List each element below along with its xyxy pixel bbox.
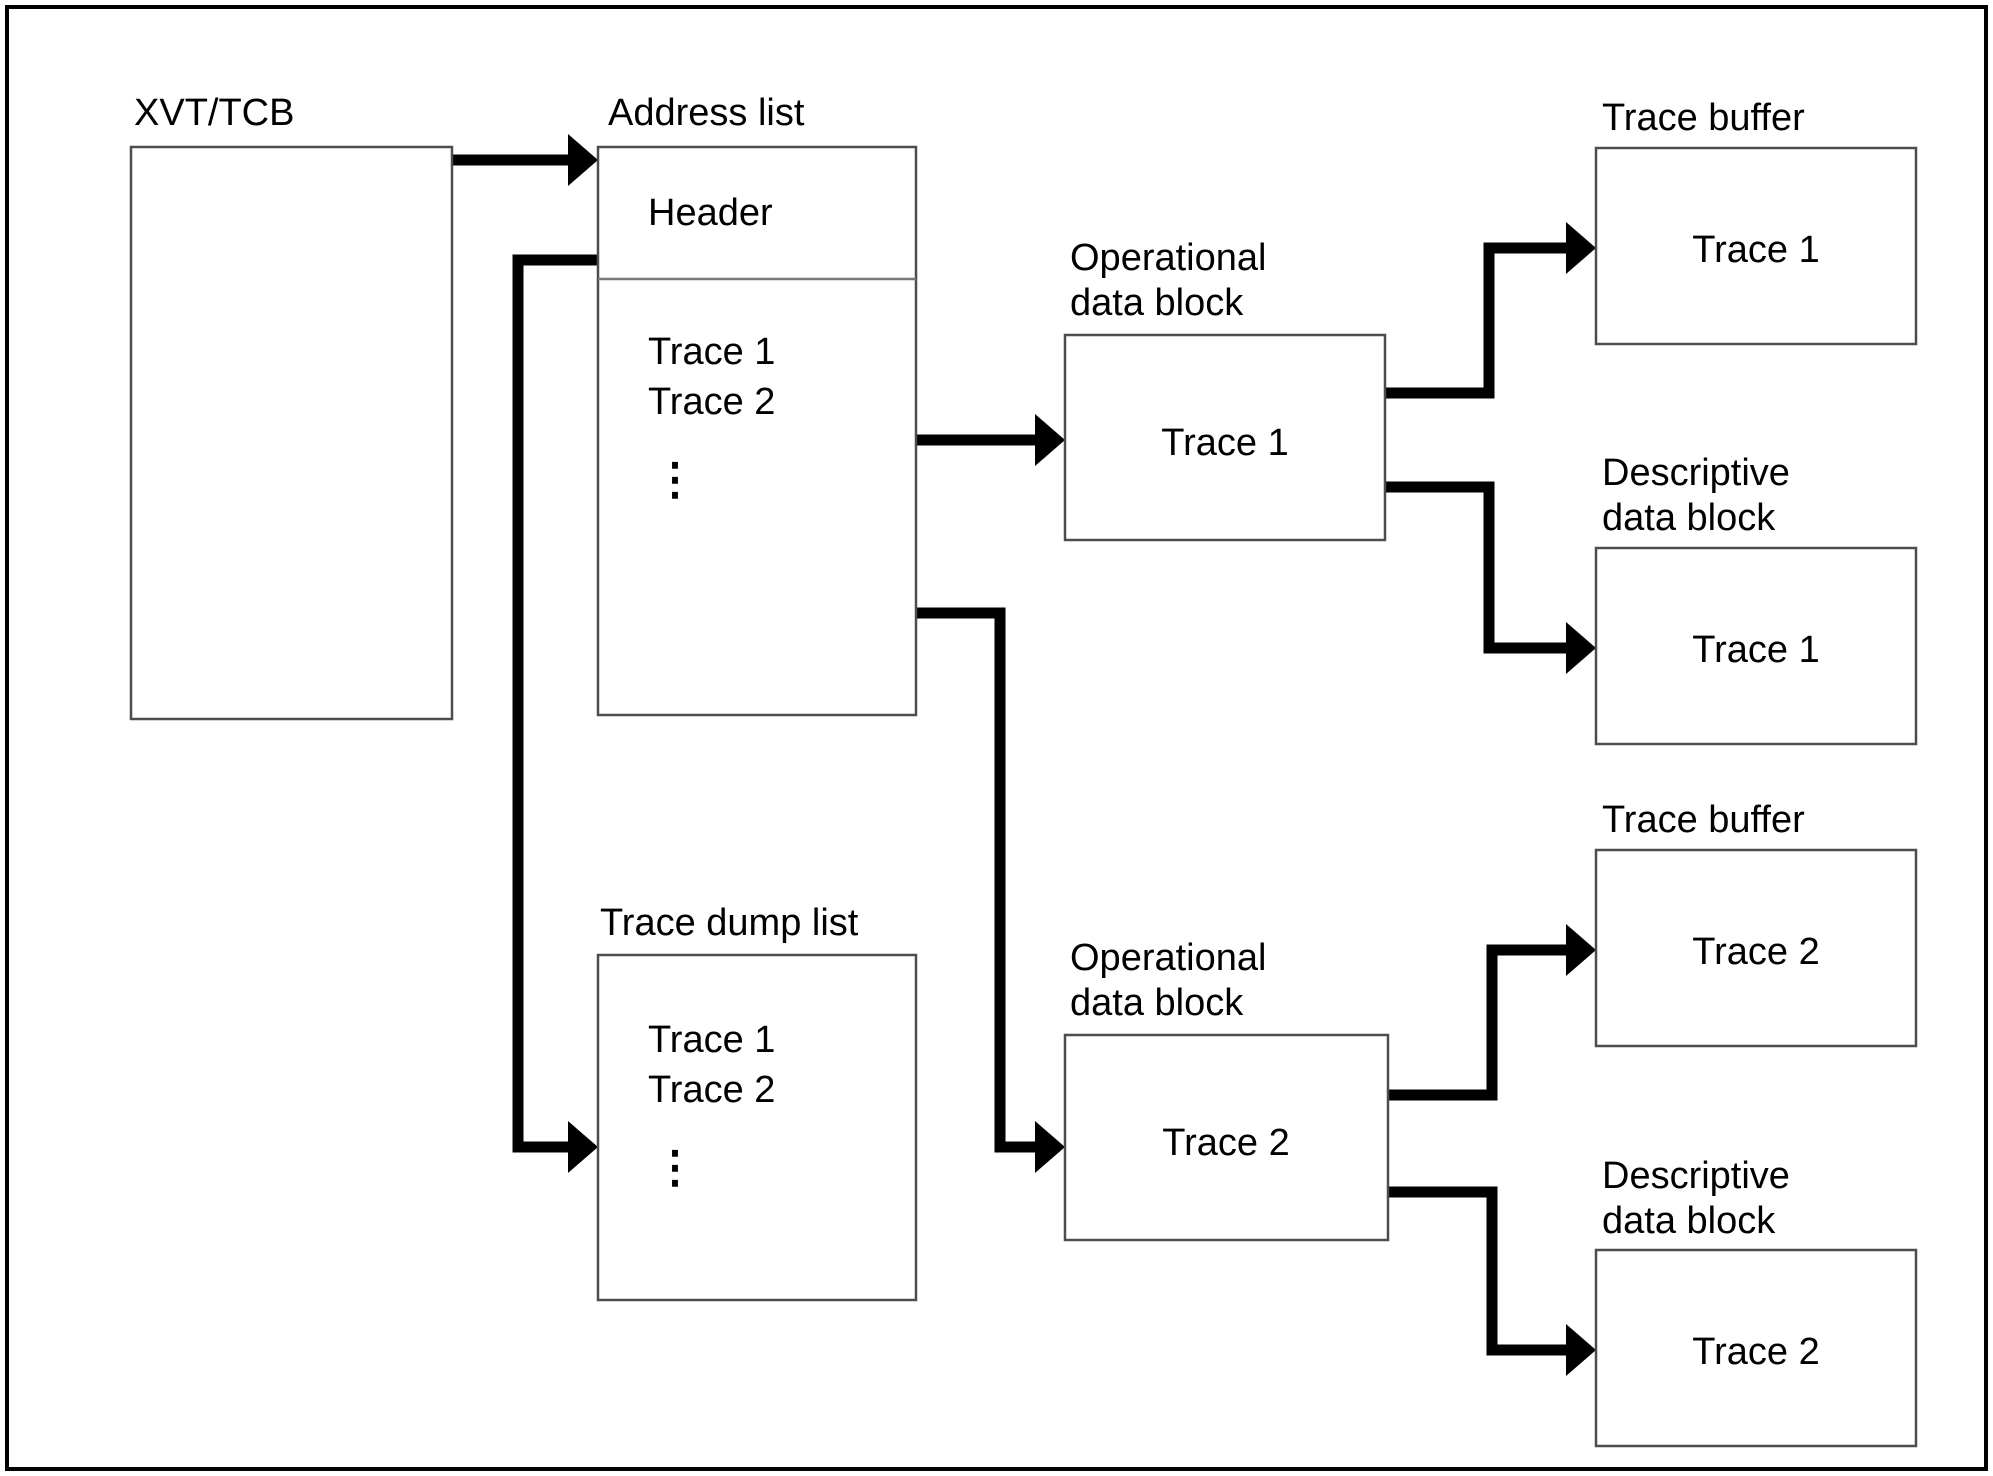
trace-buffer-1-box[interactable]	[1594, 146, 1918, 346]
edge-operational-1-to-descriptive-1	[1385, 481, 1596, 674]
edge-address-list-to-operational-2	[916, 607, 1065, 1173]
address-list-box[interactable]	[596, 145, 918, 717]
trace-buffer-1-caption: Trace buffer	[1602, 97, 1805, 139]
trace-buffer-1-body: Trace 1	[1692, 229, 1819, 271]
node-address-list[interactable]: Address list Header Trace 1 Trace 2 ⋮	[596, 92, 918, 717]
trace-dump-list-entry-0: Trace 1	[648, 1019, 775, 1061]
trace-dump-list-box[interactable]	[596, 953, 918, 1302]
address-list-ellipsis: ⋮	[653, 455, 697, 504]
trace-buffer-2-body: Trace 2	[1692, 931, 1819, 973]
trace-buffer-2-box[interactable]	[1594, 848, 1918, 1048]
operational-2-box[interactable]	[1063, 1033, 1390, 1242]
xvt-tcb-box[interactable]	[129, 145, 454, 721]
trace-dump-list-caption: Trace dump list	[600, 902, 859, 944]
trace-buffer-2-caption: Trace buffer	[1602, 799, 1805, 841]
address-list-entry-1: Trace 2	[648, 381, 775, 423]
address-list-caption: Address list	[608, 92, 805, 134]
edge-address-list-to-trace-dump-list	[512, 254, 598, 1173]
operational-2-caption-line2: data block	[1070, 982, 1244, 1024]
descriptive-2-caption-line2: data block	[1602, 1200, 1776, 1242]
operational-1-caption-line1: Operational	[1070, 237, 1266, 279]
operational-1-caption-line2: data block	[1070, 282, 1244, 324]
descriptive-2-box[interactable]	[1594, 1248, 1918, 1448]
node-descriptive-data-block-2[interactable]: Descriptive data block Trace 2	[1594, 1155, 1918, 1448]
edge-operational-2-to-descriptive-2	[1388, 1186, 1596, 1376]
descriptive-2-body: Trace 2	[1692, 1331, 1819, 1373]
trace-dump-list-entry-1: Trace 2	[648, 1069, 775, 1111]
descriptive-2-caption-line1: Descriptive	[1602, 1155, 1790, 1197]
operational-2-caption-line1: Operational	[1070, 937, 1266, 979]
outer-frame	[5, 5, 1988, 1471]
edge-address-list-to-operational-1	[916, 414, 1065, 466]
operational-1-box[interactable]	[1063, 333, 1387, 542]
node-trace-dump-list[interactable]: Trace dump list Trace 1 Trace 2 ⋮	[596, 902, 918, 1302]
node-operational-data-block-2[interactable]: Operational data block Trace 2	[1063, 937, 1390, 1242]
node-descriptive-data-block-1[interactable]: Descriptive data block Trace 1	[1594, 452, 1918, 746]
trace-dump-list-ellipsis: ⋮	[653, 1143, 697, 1192]
descriptive-1-body: Trace 1	[1692, 629, 1819, 671]
edge-operational-2-to-trace-buffer-2	[1388, 924, 1596, 1101]
address-list-entry-0: Trace 1	[648, 331, 775, 373]
edge-xvt-to-address-list	[452, 134, 598, 186]
xvt-tcb-caption: XVT/TCB	[134, 92, 294, 134]
node-trace-buffer-1[interactable]: Trace buffer Trace 1	[1594, 97, 1918, 346]
descriptive-1-box[interactable]	[1594, 546, 1918, 746]
node-operational-data-block-1[interactable]: Operational data block Trace 1	[1063, 237, 1387, 542]
descriptive-1-caption-line2: data block	[1602, 497, 1776, 539]
operational-1-body: Trace 1	[1161, 422, 1288, 464]
node-trace-buffer-2[interactable]: Trace buffer Trace 2	[1594, 799, 1918, 1048]
node-xvt-tcb[interactable]: XVT/TCB	[129, 92, 454, 721]
descriptive-1-caption-line1: Descriptive	[1602, 452, 1790, 494]
edge-operational-1-to-trace-buffer-1	[1385, 222, 1596, 399]
address-list-header-label: Header	[648, 192, 773, 234]
operational-2-body: Trace 2	[1162, 1122, 1289, 1164]
